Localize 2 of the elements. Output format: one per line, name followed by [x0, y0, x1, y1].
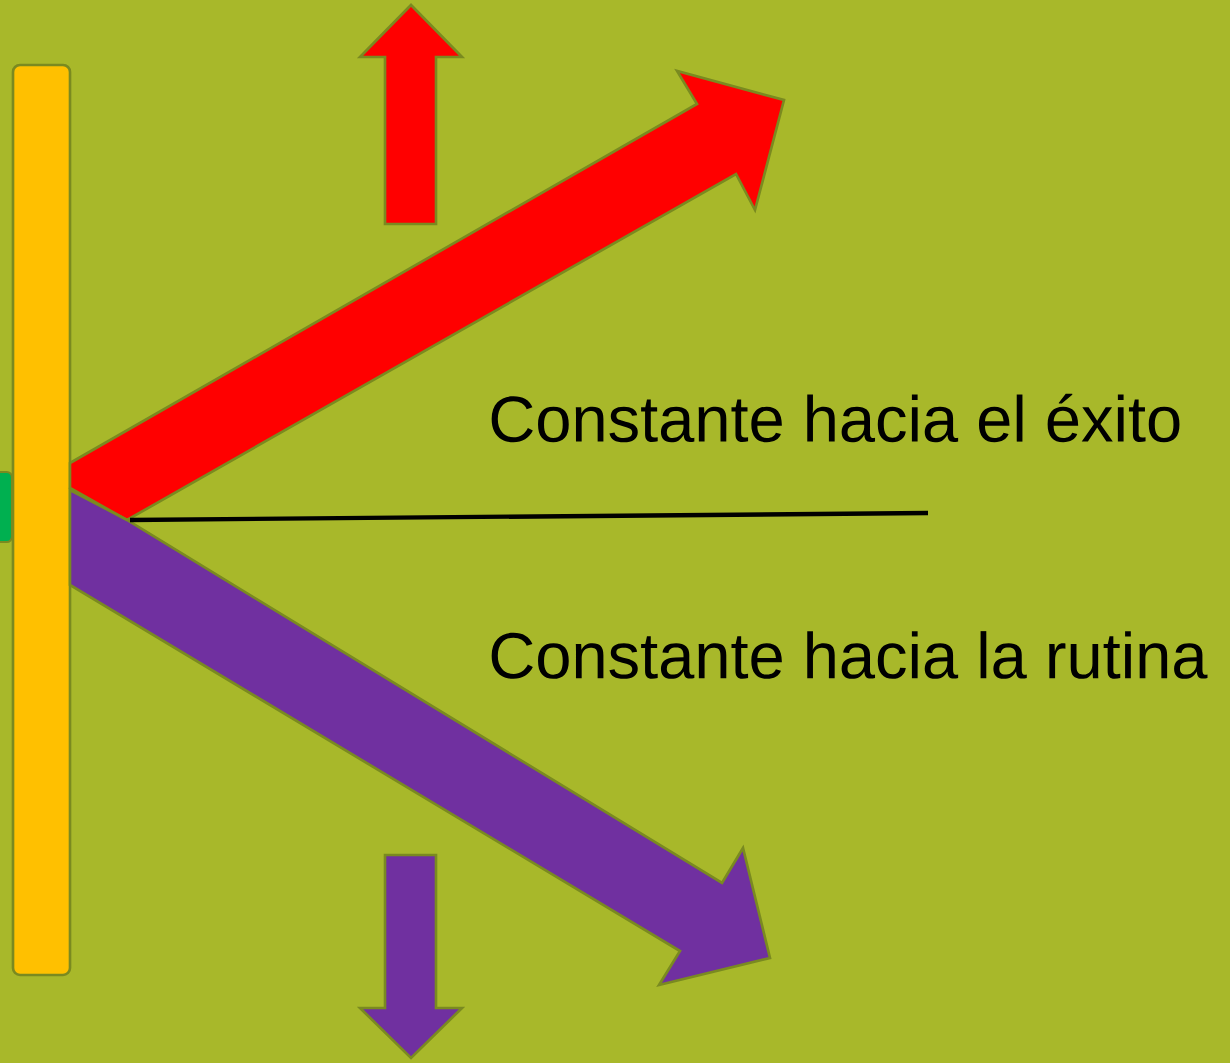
label-text: Constante hacia el éxito — [491, 393, 1180, 443]
label-text: Constante hacia la rutina — [491, 631, 1208, 679]
